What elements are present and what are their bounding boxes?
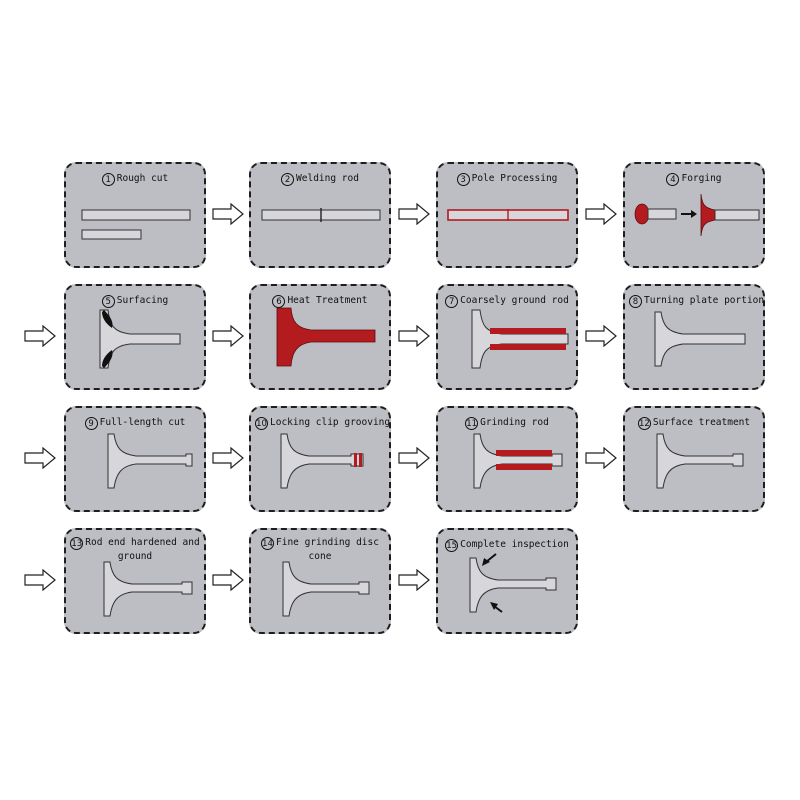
step-number: 8 (629, 295, 642, 308)
step-label: Surface treatment (652, 417, 751, 428)
flow-arrow-icon (212, 569, 244, 591)
step-label: Locking clip grooving (270, 417, 391, 428)
surfacing-valve-illustration (99, 309, 181, 369)
step-number: 6 (272, 295, 286, 308)
step-number: 15 (445, 539, 459, 552)
rough-cut-bars-illustration (81, 209, 191, 240)
fine-ground-cone-valve-illustration (282, 561, 370, 617)
step-number: 13 (70, 537, 84, 550)
flow-arrow-icon (212, 447, 244, 469)
clip-groove-valve-illustration (280, 433, 364, 489)
ground-rod-valve-illustration (473, 433, 563, 489)
processed-pole-illustration (447, 209, 569, 221)
step-label: Welding rod (296, 173, 359, 184)
step-number: 12 (637, 417, 651, 430)
welded-rod-illustration (261, 208, 381, 222)
inspection-arrow-icon (482, 553, 497, 566)
step-number: 9 (84, 417, 98, 430)
step-label: Full-length cut (99, 417, 186, 428)
forging-illustration (634, 193, 760, 237)
step-number: 7 (445, 295, 459, 308)
turned-plate-valve-illustration (654, 311, 746, 367)
flow-arrow-icon (585, 325, 617, 347)
arrow-right-icon (691, 210, 697, 218)
step-label: Rough cut (116, 173, 169, 184)
step-number: 11 (465, 417, 479, 430)
step-label: Turning plate portion (644, 295, 765, 306)
surface-treated-valve-illustration (656, 433, 744, 489)
flow-arrow-icon (585, 203, 617, 225)
step-number: 14 (261, 537, 275, 550)
step-label: Surfacing (116, 295, 169, 306)
step-number: 1 (101, 173, 115, 186)
step-label: Rod end hardened and ground (85, 537, 200, 562)
step-label: Pole Processing (471, 173, 558, 184)
step-number: 3 (456, 173, 470, 186)
step-number: 5 (101, 295, 115, 308)
step-label: Fine grinding disc cone (276, 537, 379, 562)
flow-arrow-icon (398, 569, 430, 591)
flow-arrow-icon (24, 325, 56, 347)
step-label: Complete inspection (460, 539, 569, 550)
flow-arrow-icon (585, 447, 617, 469)
step-number: 2 (281, 173, 295, 186)
step-label: Grinding rod (480, 417, 549, 428)
step-number: 4 (666, 173, 680, 186)
step-label: Coarsely ground rod (460, 295, 569, 306)
step-label: Heat Treatment (287, 295, 368, 306)
flow-arrow-icon (398, 325, 430, 347)
coarse-ground-rod-illustration (471, 309, 569, 369)
step-number: 10 (255, 417, 268, 430)
flow-arrow-icon (398, 447, 430, 469)
full-length-cut-valve-illustration (107, 433, 193, 489)
hardened-rod-valve-illustration (103, 561, 193, 617)
flow-arrow-icon (24, 569, 56, 591)
heat-treated-valve-illustration (276, 307, 376, 367)
inspection-arrow-icon (490, 602, 503, 613)
step-label: Forging (681, 173, 722, 184)
flow-arrow-icon (398, 203, 430, 225)
flow-arrow-icon (212, 203, 244, 225)
flow-arrow-icon (212, 325, 244, 347)
flow-arrow-icon (24, 447, 56, 469)
inspection-valve-illustration (469, 553, 557, 613)
